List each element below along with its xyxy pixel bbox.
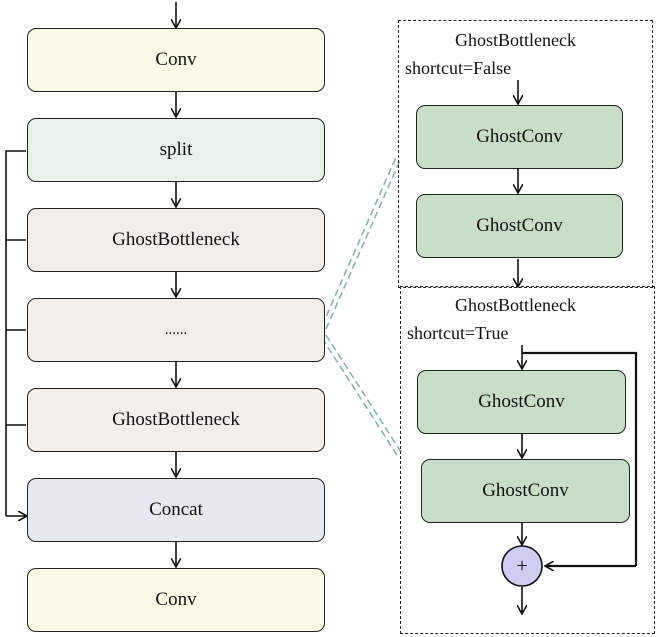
ghost-bottleneck-1-label: GhostBottleneck (112, 229, 240, 250)
ghostconv-true-2: GhostConv (421, 459, 630, 523)
ellipsis-label: ...... (164, 321, 188, 338)
add-node-circle (501, 545, 543, 587)
concat-label: Concat (149, 499, 203, 520)
concat-box: Concat (27, 478, 325, 542)
ghostconv-false-2: GhostConv (416, 194, 623, 258)
bypass-line (5, 150, 26, 516)
detail-true-frame (400, 286, 655, 634)
ghostconv-true-1: GhostConv (417, 370, 626, 434)
detail-true-title: GhostBottleneck (455, 295, 576, 315)
ghostconv-false-2-label: GhostConv (476, 215, 563, 236)
ghostconv-false-1-label: GhostConv (476, 126, 563, 147)
split-label: split (159, 139, 193, 160)
conv-bottom-label: Conv (155, 589, 197, 610)
detail-false-frame (398, 20, 653, 288)
conv-top-box: Conv (27, 28, 325, 92)
ghost-bottleneck-2-box: GhostBottleneck (27, 388, 325, 452)
ellipsis-box: ...... (27, 298, 325, 362)
detail-false-title: GhostBottleneck (455, 30, 576, 50)
residual-line (522, 351, 638, 566)
ghostconv-true-2-label: GhostConv (482, 480, 569, 501)
split-box: split (27, 118, 325, 182)
ghostconv-false-1: GhostConv (416, 105, 623, 169)
ghost-bottleneck-2-label: GhostBottleneck (112, 409, 240, 430)
detail-true-shortcut: shortcut=True (407, 323, 509, 343)
conv-bottom-box: Conv (27, 568, 325, 632)
ghostconv-true-1-label: GhostConv (478, 391, 565, 412)
detail-false-shortcut: shortcut=False (405, 58, 512, 78)
projection-lines (321, 154, 402, 456)
conv-top-label: Conv (155, 49, 197, 70)
add-symbol: + (516, 555, 528, 577)
ghost-bottleneck-1-box: GhostBottleneck (27, 208, 325, 272)
